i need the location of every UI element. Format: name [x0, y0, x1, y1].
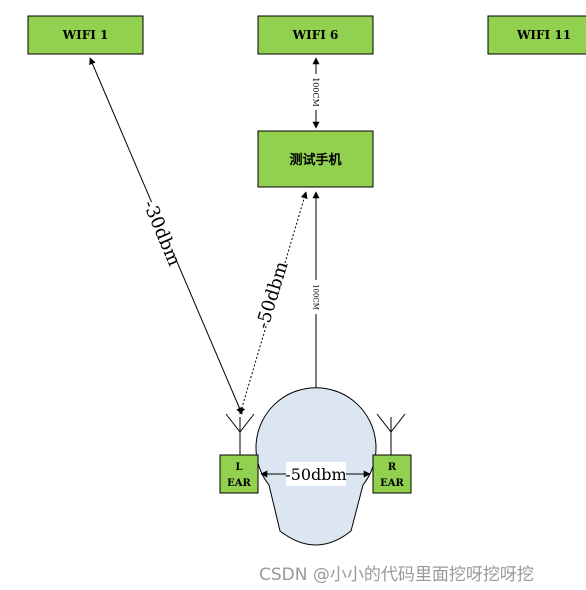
ear-to-ear-signal-label: -50dbm: [285, 465, 346, 484]
phone-head-distance-label: 100CM: [312, 284, 320, 310]
phone-label: 测试手机: [289, 152, 341, 168]
left-antenna-icon: [225, 413, 255, 455]
phone-head-label-bg: [310, 280, 322, 314]
wifi6-phone-distance-label: 100CM: [311, 77, 320, 107]
watermark: CSDN @小小的代码里面挖呀挖呀挖: [259, 565, 534, 585]
phone-left-ear-connector: [238, 191, 308, 415]
wifi1-box: [27, 15, 144, 55]
left-ear-box: [219, 454, 259, 494]
ear-to-ear-label-bg: [286, 462, 346, 486]
wifi11-label: WIFI 11: [516, 28, 571, 42]
right-ear-label-line2: EAR: [380, 478, 404, 489]
phone-left-ear-label-bg: [258, 268, 284, 324]
left-ear-label-line1: L: [235, 462, 242, 473]
right-ear-label-line1: R: [388, 462, 397, 473]
wifi6-label: WIFI 6: [292, 28, 339, 42]
wifi11-box: [487, 15, 586, 55]
left-ear-label-line2: EAR: [227, 478, 251, 489]
right-antenna-icon: [376, 413, 406, 455]
wifi1-left-ear-signal-label: -30dbm: [138, 197, 184, 269]
wifi6-phone-label-bg: [309, 74, 323, 110]
wifi6-box: [257, 15, 374, 55]
right-ear-box: [372, 454, 412, 494]
wifi1-label: WIFI 1: [62, 28, 109, 42]
wifi1-left-ear-label-bg: [147, 202, 175, 262]
phone-box: [257, 130, 374, 188]
